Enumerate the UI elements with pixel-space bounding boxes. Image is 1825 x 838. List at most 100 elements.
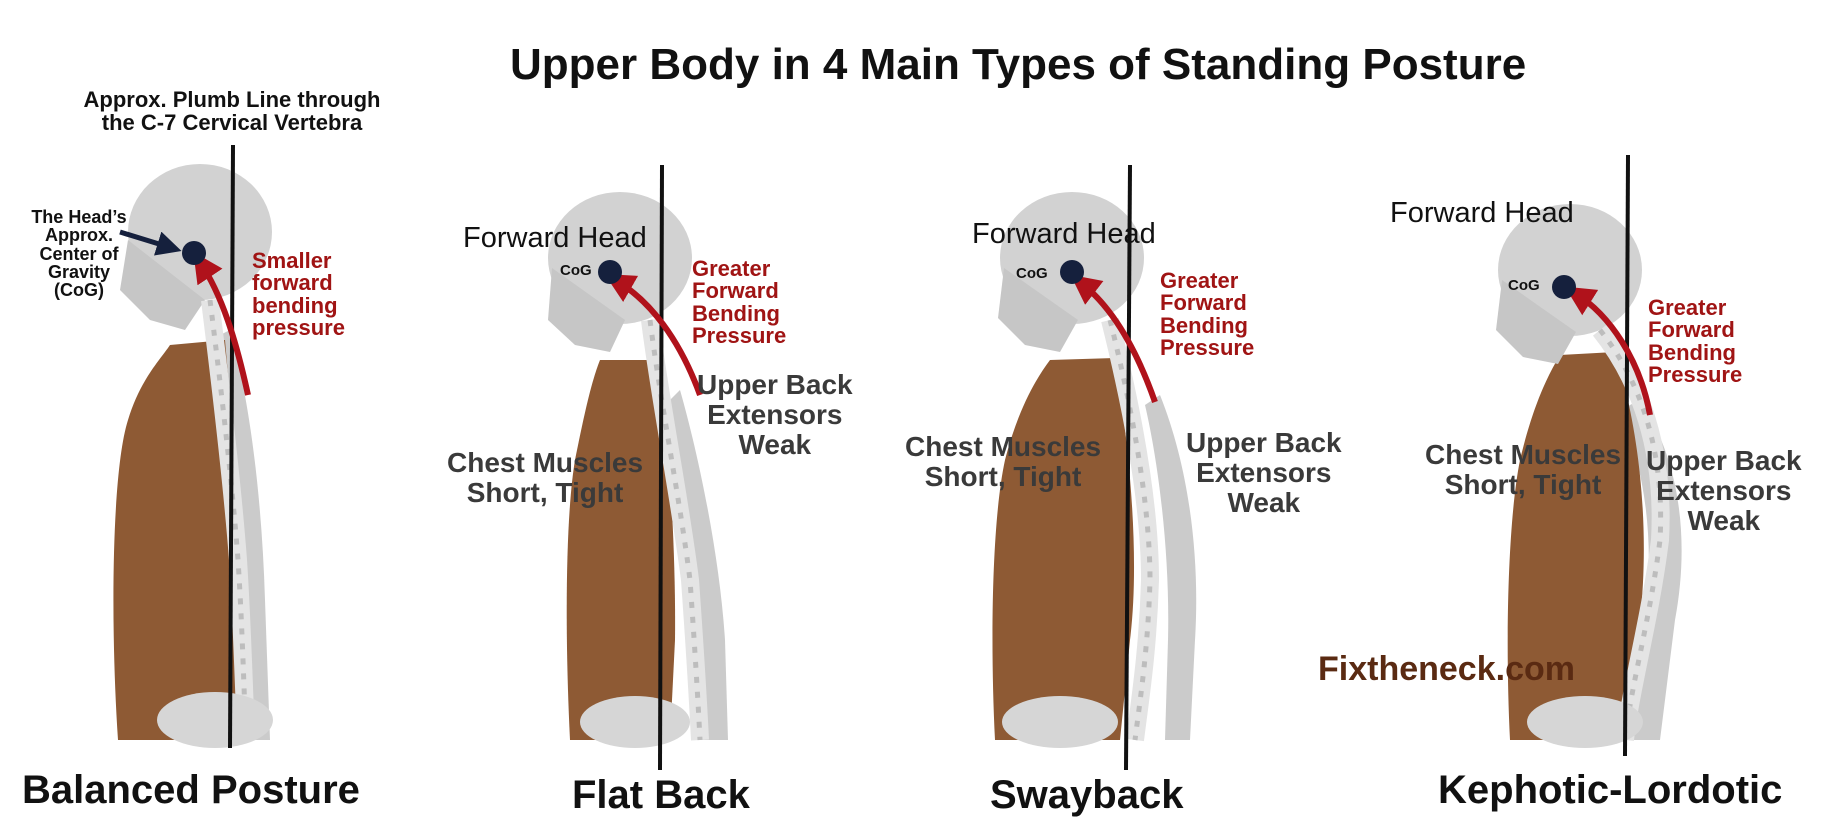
chest-muscles-line-1: Chest Muscles [447, 447, 644, 478]
greater-pressure-line-4: Pressure [1648, 362, 1743, 388]
diagram-title: Upper Body in 4 Main Types of Standing P… [510, 40, 1527, 89]
forward-head-label: Forward Head [463, 222, 647, 254]
posture-label-kephotic-lordotic: Kephotic-Lordotic [1438, 768, 1783, 812]
greater-pressure-line-1: Greater [1160, 268, 1239, 293]
cog-dot [1552, 275, 1576, 299]
smaller-pressure-line-3: bending [252, 292, 338, 318]
face [1496, 280, 1576, 364]
back-outline-shadow [670, 390, 728, 740]
cog-pointer-arrow [119, 229, 182, 256]
upper-back-line-2: Extensors [1656, 475, 1792, 507]
posture-label-flat-back: Flat Back [572, 773, 750, 817]
vertebrae [647, 319, 703, 741]
greater-pressure-line-3: Bending [692, 300, 780, 326]
upper-back-line-3: Weak [1227, 487, 1301, 519]
posture-label-balanced: Balanced Posture [22, 768, 360, 812]
face [998, 268, 1078, 352]
chest-muscles-label: Chest Muscles Short, Tight [1425, 439, 1622, 501]
cog-label: CoG [560, 262, 592, 279]
greater-pressure-line-3: Bending [1648, 339, 1736, 365]
upper-back-label: Upper Back Extensors Weak [1186, 427, 1342, 519]
upper-back-line-2: Extensors [707, 399, 843, 431]
chest-muscles-line-1: Chest Muscles [1425, 439, 1622, 470]
head-cog-label-line-5: (CoG) [54, 280, 104, 301]
greater-pressure-line-2: Forward [692, 278, 779, 304]
cog-label: CoG [1016, 265, 1048, 282]
upper-back-label: Upper Back Extensors Weak [697, 369, 853, 461]
greater-pressure-line-1: Greater [692, 256, 771, 281]
figure-flat-back [548, 164, 728, 771]
chest-muscles-label: Chest Muscles Short, Tight [905, 431, 1102, 493]
torso-skin [992, 358, 1135, 740]
greater-pressure-line-2: Forward [1160, 290, 1247, 316]
pressure-arrow [193, 252, 251, 396]
figure-swayback [992, 164, 1197, 771]
chest-muscles-line-2: Short, Tight [466, 477, 624, 509]
upper-back-line-1: Upper Back [697, 369, 853, 400]
face [120, 240, 205, 330]
vertebrae [1598, 328, 1664, 741]
pelvis [580, 696, 690, 748]
upper-back-label: Upper Back Extensors Weak [1646, 445, 1802, 537]
chest-muscles-line-1: Chest Muscles [905, 431, 1102, 462]
upper-back-line-2: Extensors [1196, 457, 1332, 489]
back-outline-shadow [1145, 395, 1197, 740]
head-cog-label-line-2: Approx. [44, 225, 113, 246]
greater-pressure-label: Greater Forward Bending Pressure [692, 256, 787, 349]
plumb-line-label-line-1: Approx. Plumb Line through [83, 87, 381, 112]
face [548, 268, 625, 352]
smaller-pressure-line-1: Smaller [252, 248, 332, 273]
figure-kephotic-lordotic [1496, 154, 1682, 757]
pressure-arrow [1564, 286, 1653, 416]
smaller-pressure-line-2: forward [252, 270, 333, 296]
plumb-line [1623, 154, 1630, 757]
plumb-line-label: Approx. Plumb Line through the C-7 Cervi… [62, 88, 402, 134]
greater-pressure-line-3: Bending [1160, 312, 1248, 338]
upper-back-line-3: Weak [738, 429, 812, 461]
pelvis [1002, 696, 1118, 748]
cog-label: CoG [1508, 277, 1540, 294]
upper-back-line-1: Upper Back [1186, 427, 1342, 458]
head-cog-label-line-1: The Head’s [31, 207, 127, 227]
plumb-line [228, 144, 235, 749]
smaller-pressure-label: Smaller forward bending pressure [252, 248, 345, 341]
pelvis [1527, 696, 1643, 748]
pressure-arrow [604, 274, 703, 397]
spine [201, 298, 255, 741]
figure-balanced-posture [113, 144, 273, 749]
greater-pressure-label: Greater Forward Bending Pressure [1648, 295, 1743, 388]
vertebrae [1107, 319, 1153, 741]
chest-muscles-label: Chest Muscles Short, Tight [447, 447, 644, 509]
greater-pressure-line-2: Forward [1648, 317, 1735, 343]
forward-head-label: Forward Head [972, 218, 1156, 250]
skull [128, 164, 272, 300]
posture-label-swayback: Swayback [990, 773, 1184, 817]
greater-pressure-label: Greater Forward Bending Pressure [1160, 268, 1255, 361]
plumb-line-label-line-2: the C-7 Cervical Vertebra [101, 110, 363, 136]
brand-watermark: Fixtheneck.com [1318, 650, 1575, 688]
smaller-pressure-line-4: pressure [252, 315, 345, 341]
plumb-line [658, 164, 664, 771]
plumb-line [1124, 164, 1132, 771]
cog-dot [182, 241, 206, 265]
greater-pressure-line-4: Pressure [692, 323, 787, 349]
head-cog-label-line-4: Gravity [47, 262, 111, 283]
greater-pressure-line-4: Pressure [1160, 335, 1255, 361]
cog-dot [598, 260, 622, 284]
chest-muscles-line-2: Short, Tight [1444, 469, 1602, 501]
cog-dot [1060, 260, 1084, 284]
chest-muscles-line-2: Short, Tight [924, 461, 1082, 493]
pelvis [157, 692, 273, 748]
upper-back-line-3: Weak [1687, 505, 1761, 537]
head-cog-label: The Head’s Approx. Center of Gravity (Co… [14, 208, 144, 300]
pressure-arrow [1070, 274, 1158, 403]
torso-skin [113, 340, 242, 740]
torso-skin [566, 360, 676, 740]
forward-head-label: Forward Head [1390, 197, 1574, 229]
upper-back-line-1: Upper Back [1646, 445, 1802, 476]
torso-skin [1507, 352, 1644, 740]
greater-pressure-line-1: Greater [1648, 295, 1727, 320]
head-cog-label-line-3: Center of [39, 243, 119, 264]
